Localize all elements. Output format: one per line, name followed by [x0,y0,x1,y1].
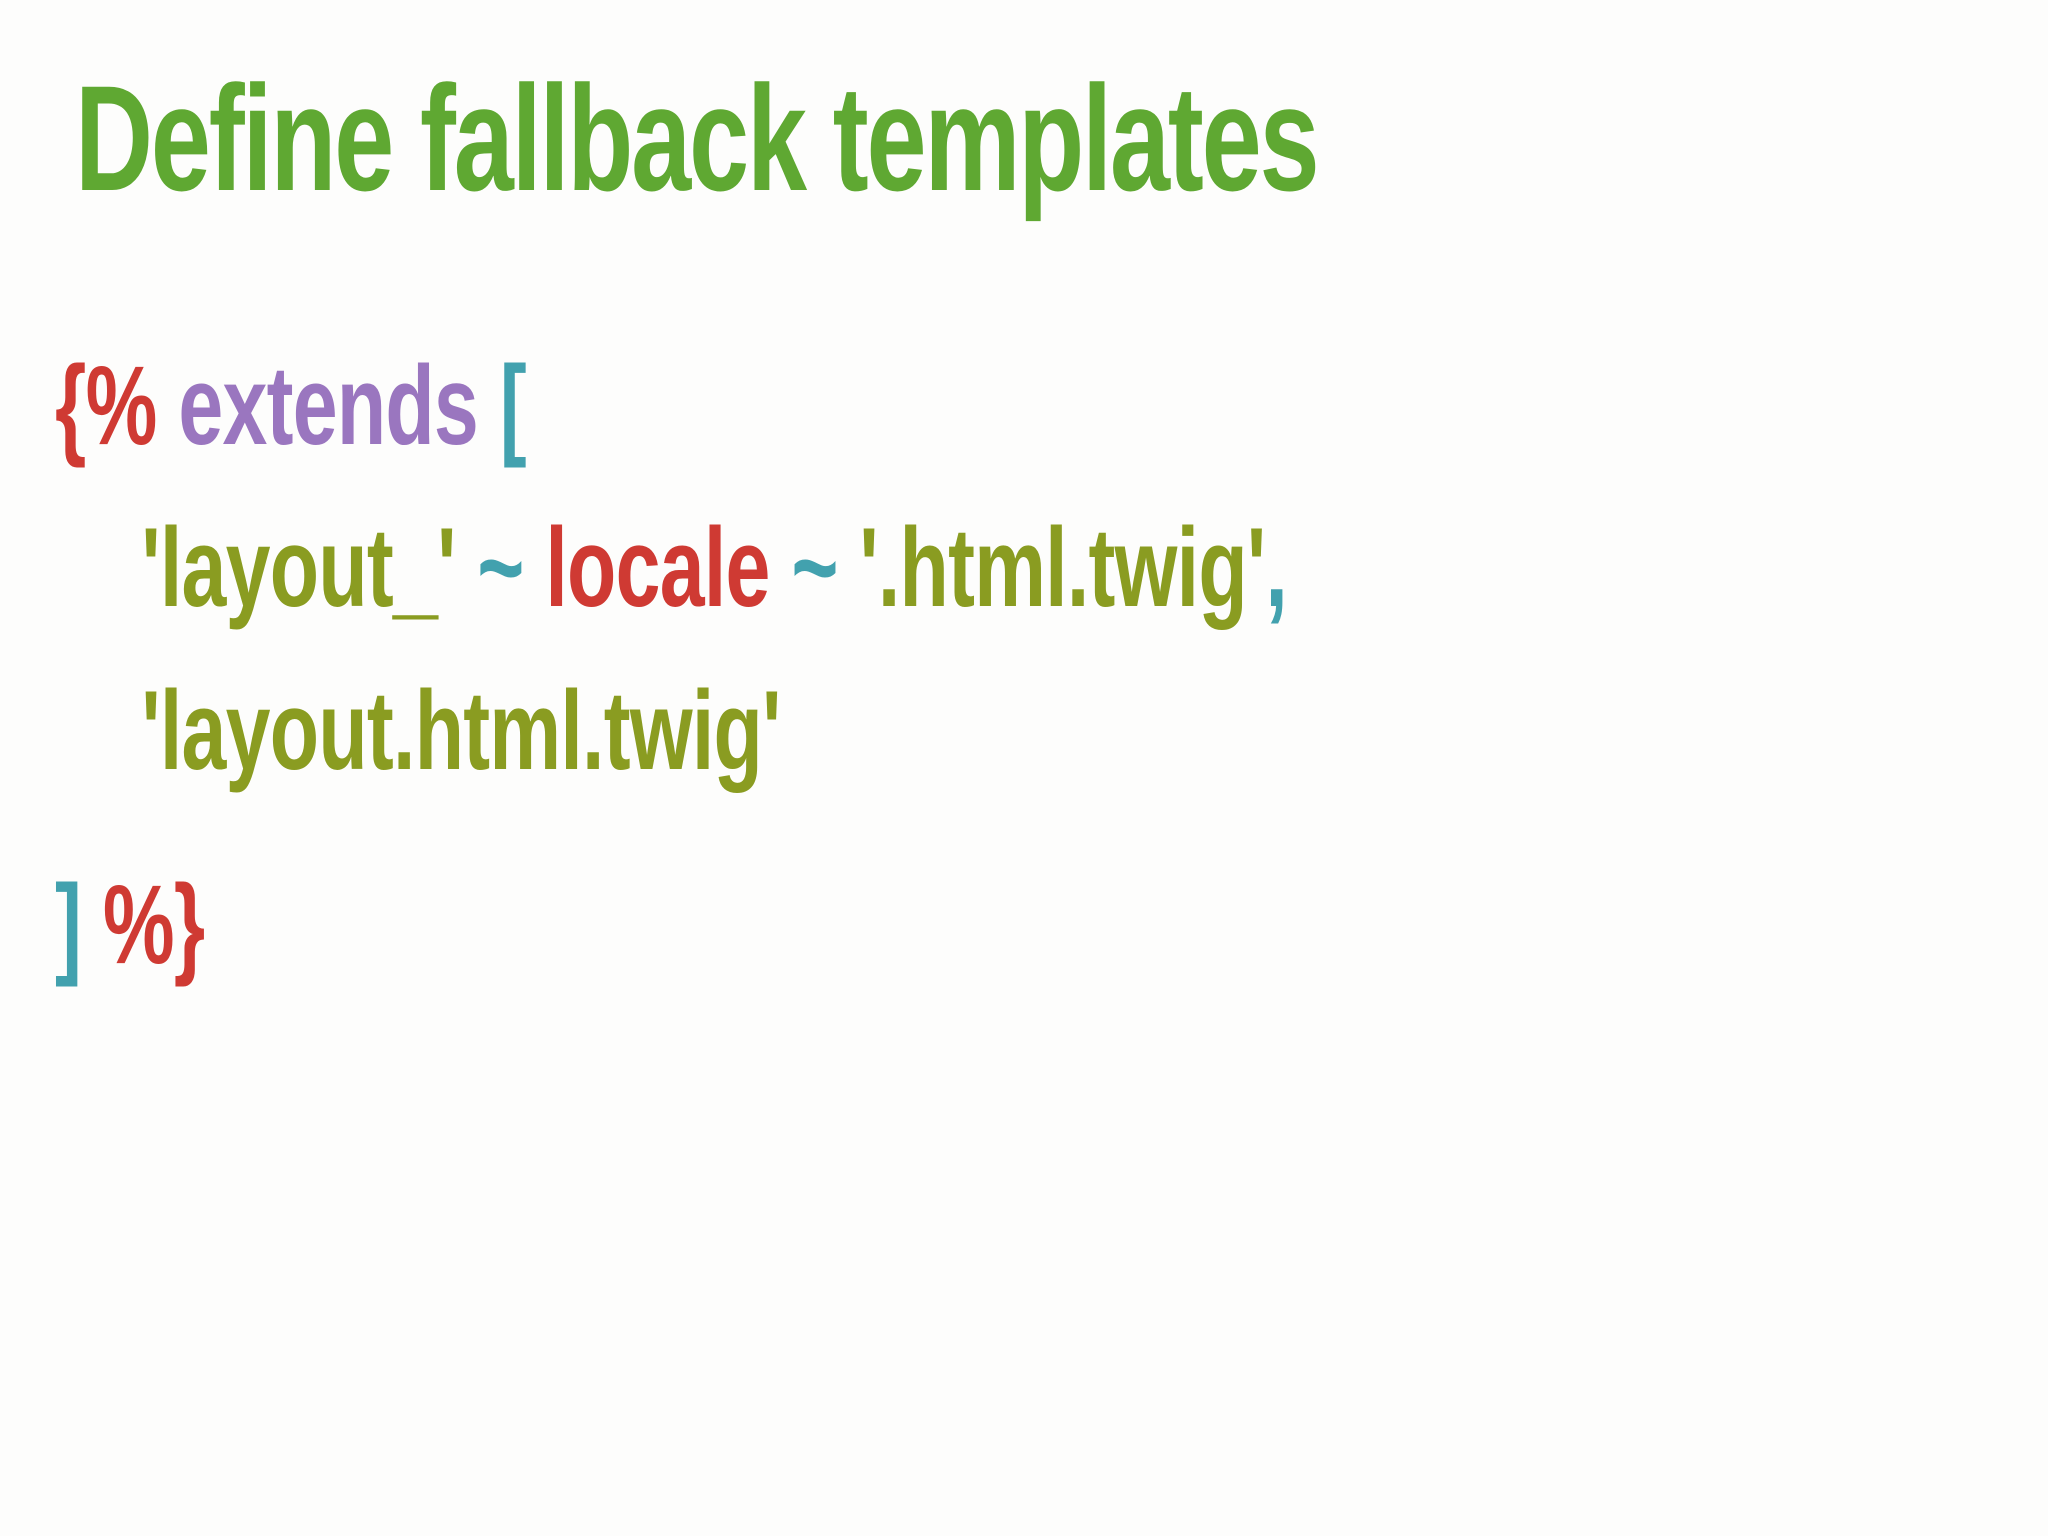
bracket-close: ] [55,862,103,988]
keyword-extends: extends [178,343,500,468]
code-line-2: 'layout_' ~ locale ~ '.html.twig', [55,487,1490,649]
variable-locale: locale [545,505,792,631]
concat-operator: ~ [791,505,860,631]
comma-separator: , [1265,505,1288,631]
concat-operator: ~ [477,505,546,631]
twig-close-tag: %} [102,862,205,988]
code-line-4: ] %} [55,844,1490,1006]
string-layout-prefix: 'layout_' [141,505,478,631]
string-layout-fallback: 'layout.html.twig' [141,667,781,793]
twig-open-tag: {% [55,343,179,468]
code-line-1: {% extends [ [55,325,1490,487]
page-title: Define fallback templates [75,54,1320,222]
code-block: {% extends [ 'layout_' ~ locale ~ '.html… [55,325,2048,1007]
bracket-open: [ [499,343,527,468]
code-line-3: 'layout.html.twig' [55,650,1490,812]
string-html-twig-suffix: '.html.twig' [859,505,1266,631]
